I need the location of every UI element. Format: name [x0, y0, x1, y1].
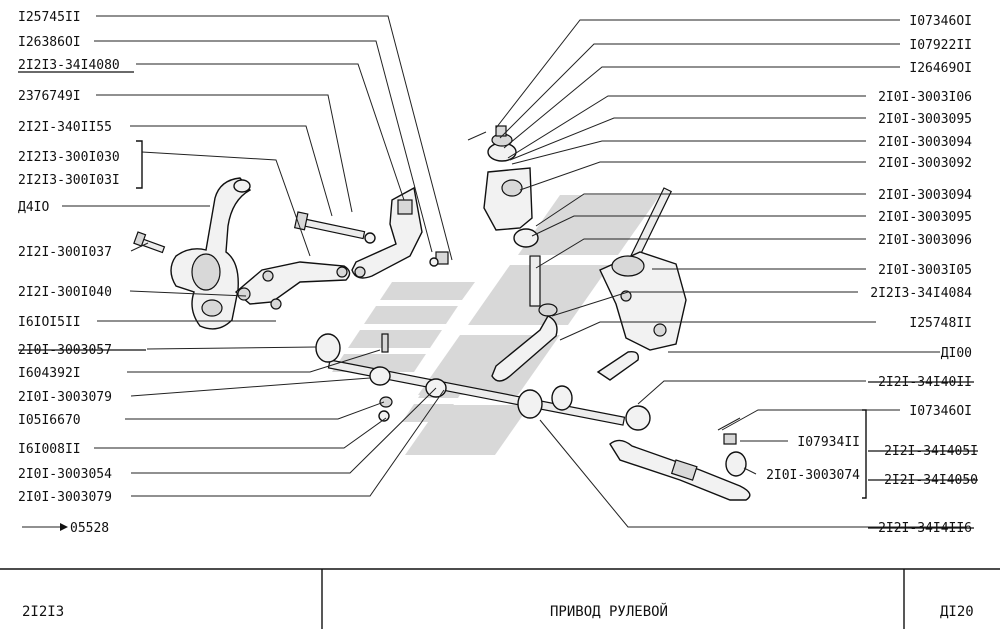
left-label: I05I6670 [18, 413, 81, 428]
leaders-left [62, 15, 453, 497]
arrow-note: 05528 [22, 521, 109, 536]
right-label: I07922II [909, 38, 972, 53]
part-side-tie-rod-right [609, 417, 751, 501]
leaders-right [495, 19, 966, 528]
arrow-label: 05528 [70, 521, 109, 536]
right-label: 2I0I-3003I06 [878, 90, 972, 105]
left-label: I6I008II [18, 442, 81, 457]
title-block: 2I2I3 ПРИВОД РУЛЕВОЙ ДI20 [0, 568, 1000, 629]
right-label: 2I0I-3003I05 [878, 263, 972, 278]
model-code: 2I2I3 [22, 604, 64, 620]
left-label: 2I2I3-300I03I [18, 173, 120, 188]
left-label: 2I2I-300I037 [18, 245, 112, 260]
right-labels: I07346OI I07922II I26469OI 2I0I-3003I06 … [766, 14, 978, 536]
right-label: ДI00 [941, 346, 972, 361]
left-labels: I25745II I26386OI 2I2I3-34I4080 2376749I… [18, 10, 146, 505]
left-label: 2376749I [18, 89, 81, 104]
left-label: I604392I [18, 366, 81, 381]
left-label: I6IOI5II [18, 315, 81, 330]
part-bracket-right [467, 125, 558, 317]
left-label: Д4IO [18, 200, 49, 215]
left-label: 2I2I-340II55 [18, 120, 112, 135]
right-label: I07346OI [909, 404, 972, 419]
left-label: 2I2I3-300I030 [18, 150, 120, 165]
right-label: 2I0I-3003096 [878, 233, 972, 248]
page-title: ПРИВОД РУЛЕВОЙ [550, 602, 668, 620]
part-steering-arm [234, 261, 351, 310]
right-label: 2I0I-3003094 [878, 135, 972, 150]
right-label: 2I2I3-34I4084 [870, 286, 972, 301]
left-label: 2I0I-3003079 [18, 390, 112, 405]
part-bolt-left [133, 231, 166, 254]
left-label: 2I0I-3003079 [18, 490, 112, 505]
bracket-right [862, 409, 867, 499]
part-pendulum-arm [351, 186, 449, 279]
right-label: I26469OI [909, 61, 972, 76]
right-label: 2I0I-3003092 [878, 156, 972, 171]
part-long-bolt [293, 211, 376, 244]
left-label: 2I2I-300I040 [18, 285, 112, 300]
part-center-tie-rod [315, 333, 651, 431]
arrow-head-icon [60, 523, 68, 531]
part-steering-gearbox [599, 251, 687, 351]
bracket-left [136, 140, 143, 189]
right-label: 2I0I-3003094 [878, 188, 972, 203]
watermark-logo [332, 195, 660, 455]
right-label: 2I0I-3003095 [878, 210, 972, 225]
right-label: I07934II [797, 435, 860, 450]
right-label: I07346OI [909, 14, 972, 29]
part-pitman-arm [491, 315, 639, 382]
left-label: 2I2I3-34I4080 [18, 58, 120, 73]
left-label: 2I0I-3003054 [18, 467, 112, 482]
right-label: I25748II [909, 316, 972, 331]
left-label: I26386OI [18, 35, 81, 50]
right-label: 2I0I-3003095 [878, 112, 972, 127]
left-label: I25745II [18, 10, 81, 25]
part-steering-knuckle [170, 177, 252, 330]
sheet-code: ДI20 [940, 604, 974, 620]
right-label: 2I0I-3003074 [766, 468, 860, 483]
